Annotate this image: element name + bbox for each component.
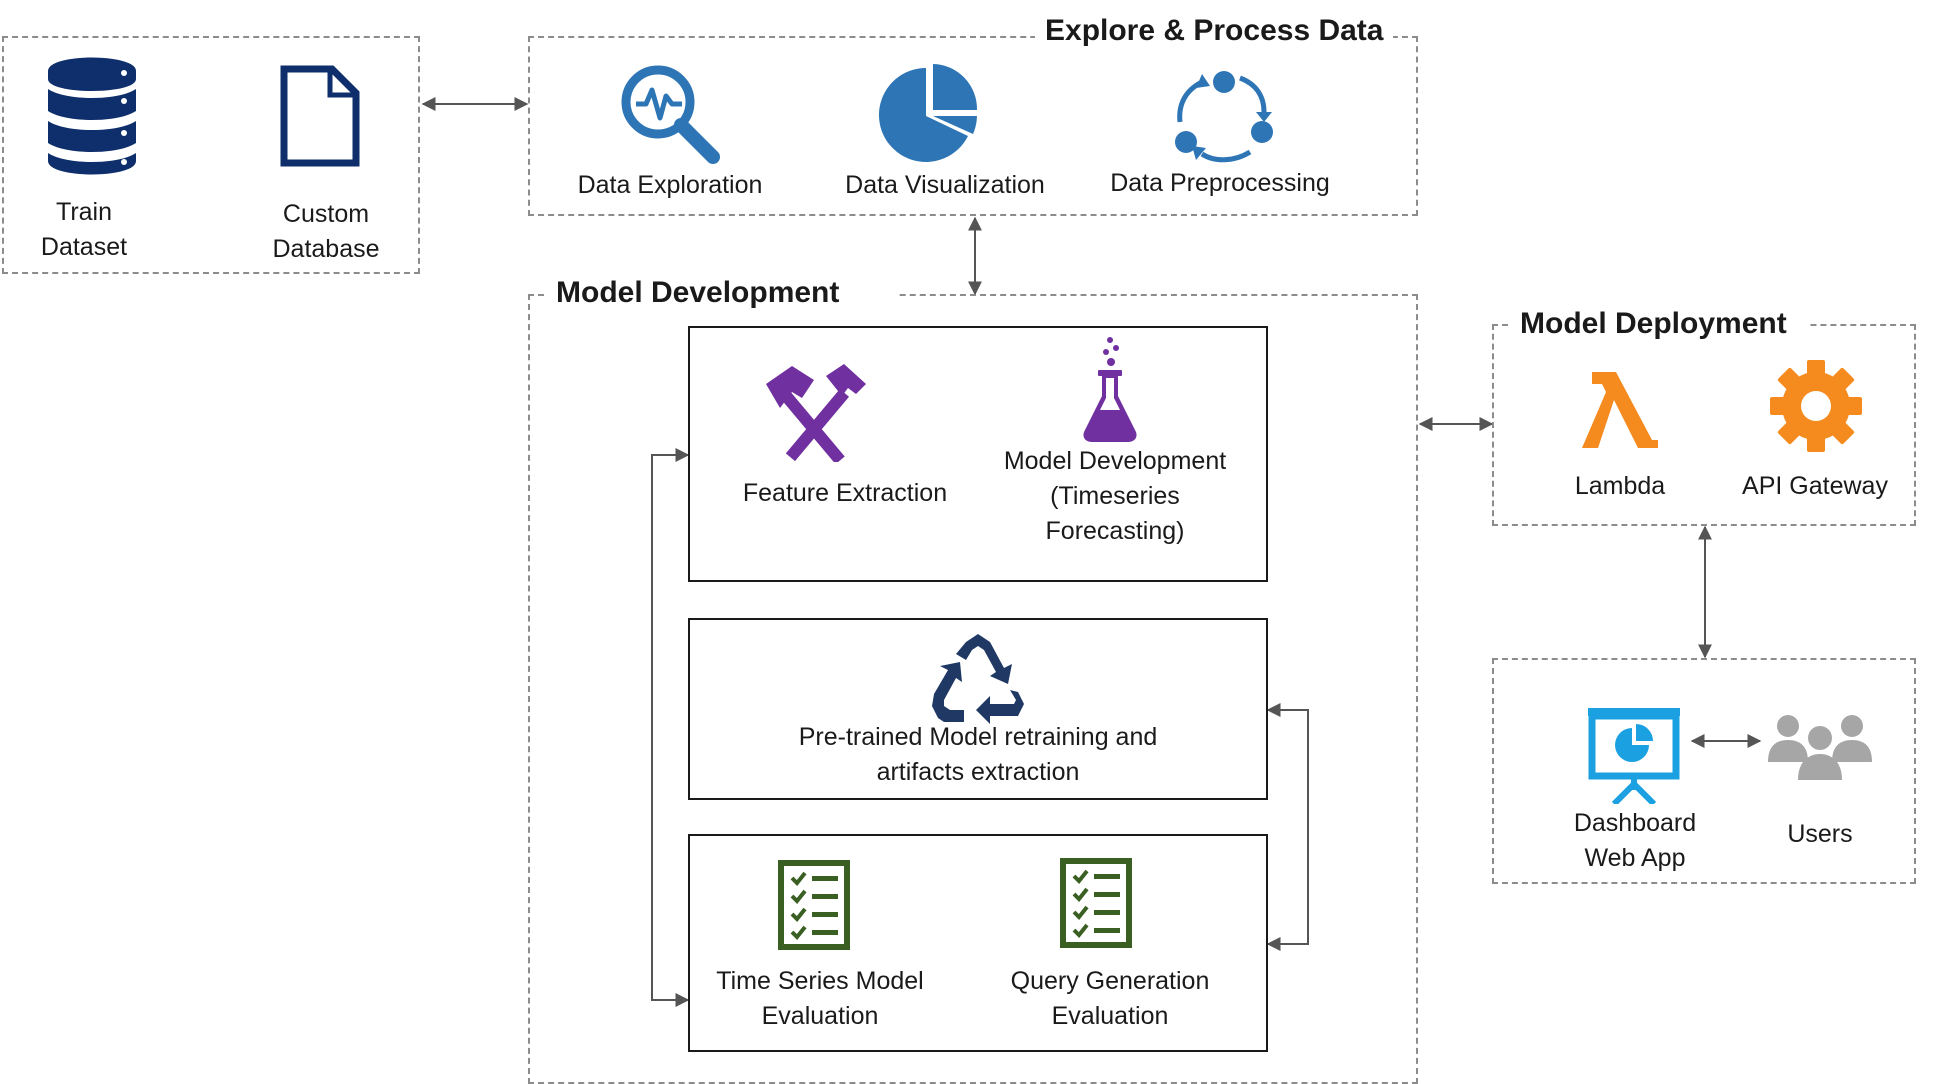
data-exploration-label: Data Exploration (577, 171, 763, 199)
model-development-line1: Model Development (1003, 447, 1227, 475)
evaluation-box (688, 834, 1268, 1052)
users-group-icon (1766, 712, 1874, 789)
train-dataset-label: Train Dataset (24, 195, 144, 265)
database-icon (46, 55, 138, 182)
recycle-icon (930, 634, 1026, 731)
magnifier-pulse-icon (618, 62, 722, 171)
ts-eval-label: Time Series Model Evaluation (690, 964, 950, 1034)
custom-database-label: Custom Database (256, 197, 396, 267)
ts-eval-line2: Evaluation (761, 1002, 879, 1030)
pie-chart-icon (878, 64, 980, 171)
hammer-pick-icon (762, 362, 872, 467)
query-eval-line2: Evaluation (1051, 1002, 1169, 1030)
retraining-line2: artifacts extraction (876, 758, 1080, 786)
model-development-label: Model Development (Timeseries Forecastin… (975, 444, 1255, 549)
retraining-label: Pre-trained Model retraining and artifac… (700, 720, 1256, 790)
flask-icon (1080, 336, 1140, 447)
api-gateway-label: API Gateway (1742, 472, 1888, 500)
deployment-title: Model Deployment (1510, 306, 1807, 342)
dashboard-label: Dashboard Web App (1555, 806, 1715, 876)
feature-model-box (688, 326, 1268, 582)
source-group (2, 36, 420, 274)
arrow-loop-left (651, 448, 690, 1007)
data-preprocessing-label: Data Preprocessing (1110, 169, 1330, 197)
custom-database-line2: Database (272, 235, 380, 263)
train-dataset-line1: Train (55, 198, 113, 226)
checklist-icon (778, 860, 850, 955)
train-dataset-line2: Dataset (40, 233, 128, 261)
explore-group (528, 36, 1418, 216)
lambda-label: Lambda (1574, 472, 1666, 500)
gear-icon (1770, 360, 1862, 457)
dashboard-line2: Web App (1584, 844, 1686, 872)
checklist-icon (1060, 858, 1132, 953)
dashboard-line1: Dashboard (1573, 809, 1697, 837)
query-eval-line1: Query Generation (1010, 967, 1210, 995)
explore-title: Explore & Process Data (1035, 13, 1394, 49)
data-visualization-label: Data Visualization (845, 171, 1045, 199)
model-development-line3: Forecasting) (1045, 517, 1185, 545)
query-eval-label: Query Generation Evaluation (980, 964, 1240, 1034)
users-label: Users (1787, 820, 1853, 848)
model-dev-title: Model Development (546, 275, 900, 311)
feature-extraction-label: Feature Extraction (742, 479, 948, 507)
document-icon (280, 65, 360, 172)
model-development-line2: (Timeseries (1050, 482, 1180, 510)
custom-database-line1: Custom (282, 200, 370, 228)
ts-eval-line1: Time Series Model (716, 967, 924, 995)
users-group (1492, 658, 1916, 884)
lambda-icon (1582, 370, 1658, 453)
dashboard-presentation-icon (1586, 708, 1682, 809)
cycle-process-icon (1172, 66, 1276, 175)
arrow-loop-right (1266, 703, 1309, 951)
retraining-line1: Pre-trained Model retraining and (798, 723, 1158, 751)
